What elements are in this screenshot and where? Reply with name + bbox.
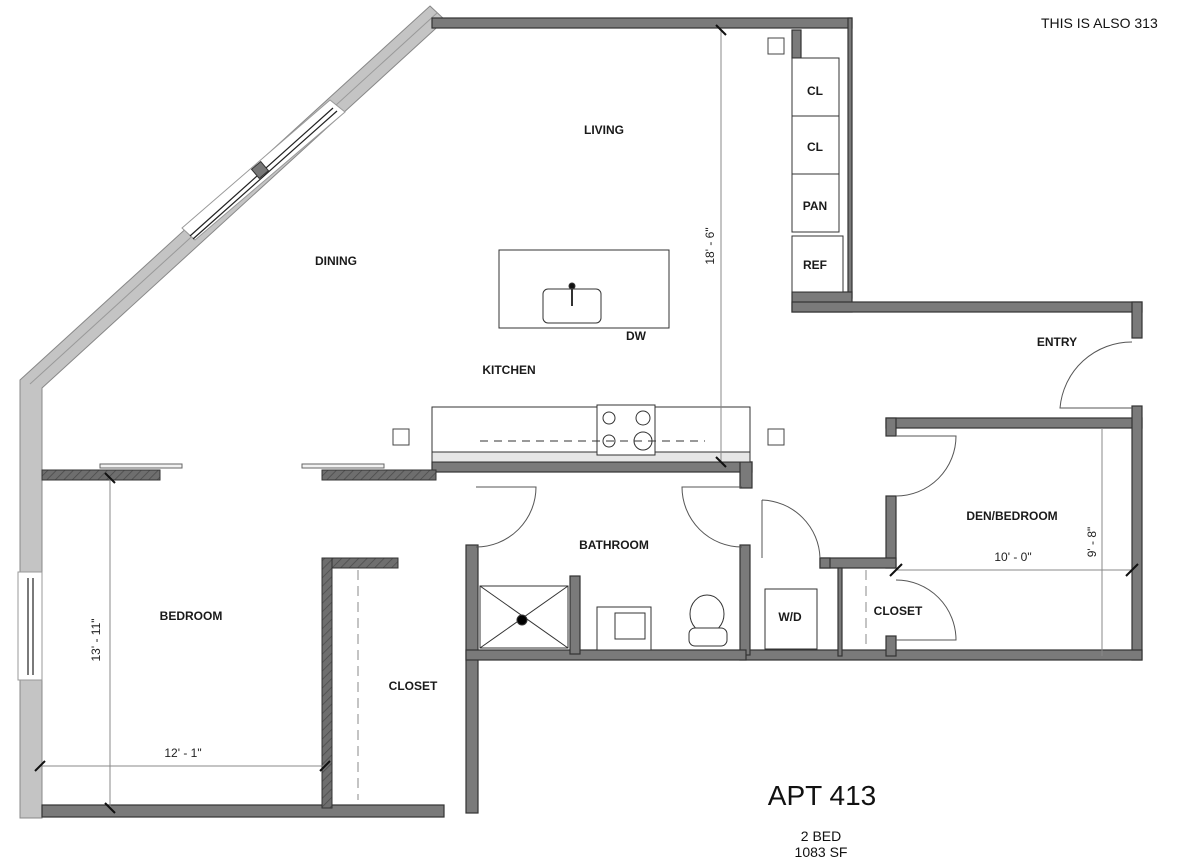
hatched-walls [41,469,437,809]
room-label-kitchen: KITCHEN [482,363,536,377]
room-label-bathroom: BATHROOM [579,538,649,552]
label-refrigerator: REF [803,258,827,272]
kitchen-island [498,249,670,329]
unit-title: APT 413 [767,780,877,811]
dim-bedroom-width: 12' - 1" [164,746,202,760]
bathroom-fixtures [479,585,818,651]
sliding-doors [99,463,385,469]
label-washer-dryer: W/D [778,610,802,624]
kitchen-counter [431,404,751,463]
outlets [392,37,785,446]
dimension-lines [40,30,1132,808]
room-label-entry: ENTRY [1036,335,1078,349]
unit-summary: 2 BED 1083 SF [795,828,848,860]
dim-living-height: 18' - 6" [703,227,717,265]
label-pantry: PAN [802,199,828,213]
pantry-column [791,57,844,293]
room-label-den: DEN/BEDROOM [966,509,1058,523]
label-dishwasher: DW [626,329,646,343]
room-label-bedroom-closet: CLOSET [388,679,438,693]
closet-rods [357,570,867,800]
room-label-bedroom: BEDROOM [159,609,223,623]
unit-note: THIS IS ALSO 313 [1041,15,1158,31]
unit-beds: 2 BED [800,828,842,844]
dimension-ticks [34,24,1139,814]
dim-den-height: 9' - 8" [1085,526,1099,558]
dim-bedroom-height: 13' - 11" [89,618,103,662]
room-label-den-closet: CLOSET [873,604,923,618]
label-closet-2: CL [807,140,823,154]
unit-area: 1083 SF [794,844,848,860]
doors [475,341,1133,641]
label-closet-1: CL [807,84,823,98]
dim-den-width: 10' - 0" [994,550,1032,564]
room-label-dining: DINING [315,254,357,268]
room-label-living: LIVING [583,123,625,137]
exterior-wall [17,5,446,819]
